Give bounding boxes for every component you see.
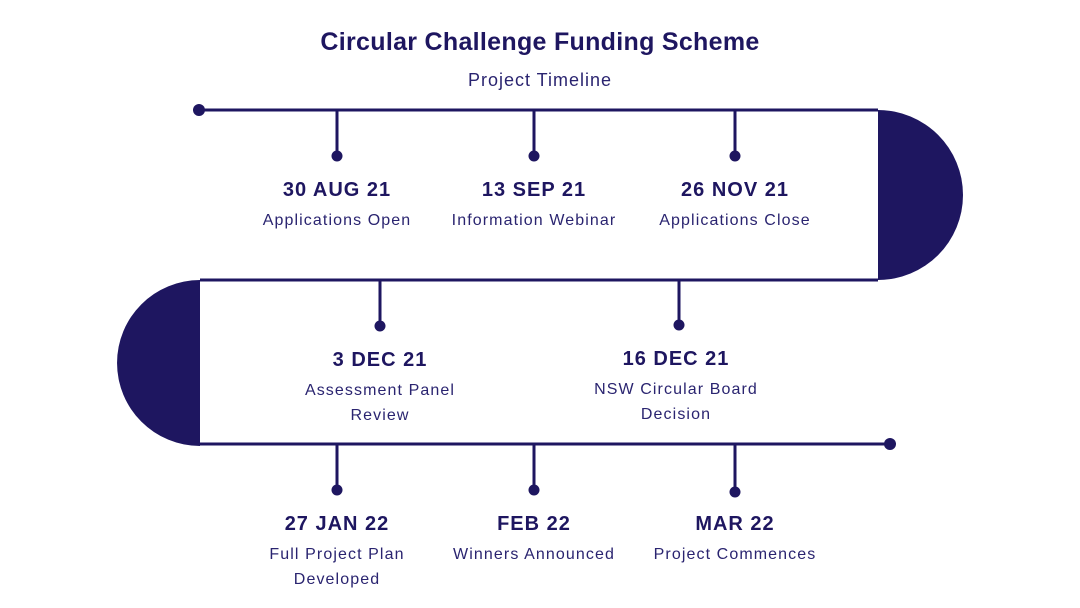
milestone-8: MAR 22 Project Commences (625, 512, 845, 567)
tick-feb-22 (528, 444, 540, 496)
tick-26-nov-21 (729, 110, 741, 162)
milestone-date: 26 NOV 21 (681, 179, 789, 201)
milestone-label: Full Project Plan Developed (269, 546, 405, 588)
milestone-date: MAR 22 (695, 513, 775, 535)
milestone-label: Information Webinar (451, 212, 617, 229)
tick-mar-22 (729, 444, 741, 498)
milestone-label: Applications Open (262, 212, 412, 229)
milestone-label: NSW Circular Board Decision (594, 381, 758, 423)
milestone-date: 27 JAN 22 (284, 513, 390, 535)
tick-3-dec-21 (374, 280, 386, 332)
milestone-date: 3 DEC 21 (332, 349, 428, 371)
milestone-date: 13 SEP 21 (481, 179, 587, 201)
milestone-label: Project Commences (653, 546, 817, 563)
milestone-date: 16 DEC 21 (622, 348, 730, 370)
milestone-label: Applications Close (659, 212, 811, 229)
tick-27-jan-22 (331, 444, 343, 496)
milestone-date: 30 AUG 21 (282, 179, 392, 201)
timeline-turn-left (117, 280, 200, 446)
milestone-label: Assessment Panel Review (304, 382, 456, 424)
milestone-1: 30 AUG 21 Applications Open (227, 178, 447, 233)
milestone-4: 3 DEC 21 Assessment Panel Review (270, 348, 490, 428)
milestone-5: 16 DEC 21 NSW Circular Board Decision (566, 347, 786, 427)
tick-30-aug-21 (331, 110, 343, 162)
milestone-date: FEB 22 (497, 513, 571, 535)
page-title: Circular Challenge Funding Scheme (320, 28, 760, 56)
timeline-start-dot (193, 104, 205, 116)
tick-13-sep-21 (528, 110, 540, 162)
milestone-7: FEB 22 Winners Announced (424, 512, 644, 567)
timeline-turn-right (878, 110, 963, 280)
milestone-2: 13 SEP 21 Information Webinar (424, 178, 644, 233)
tick-16-dec-21 (673, 280, 685, 331)
page-subtitle: Project Timeline (467, 70, 613, 90)
milestone-6: 27 JAN 22 Full Project Plan Developed (227, 512, 447, 592)
timeline-end-dot (884, 438, 896, 450)
milestone-label: Winners Announced (453, 546, 615, 563)
milestone-3: 26 NOV 21 Applications Close (625, 178, 845, 233)
